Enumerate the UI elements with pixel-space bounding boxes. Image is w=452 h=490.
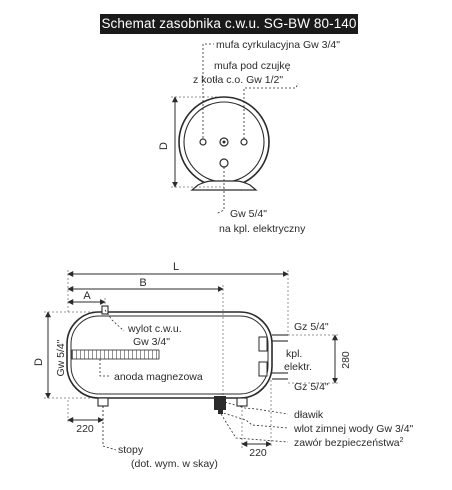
label-wlot: wlot zimnej wody Gw 3/4" [293,423,414,435]
dim-gw54-vertical: Gw 5/4" [55,339,67,376]
dim-d-side-label: D [33,358,45,366]
label-gz-bottom: Gz 5/4" [294,381,329,393]
label-dlawik: dławik [294,409,324,421]
tank-outer [66,311,273,399]
label-wylot-cwu: wylot c.w.u. [127,323,182,335]
label-mufa-cyrkulacyjna: mufa cyrkulacyjna Gw 3/4" [216,39,340,51]
dim-220-right-label: 220 [249,447,267,459]
label-gz-top: Gz 5/4" [294,321,329,333]
dim-d-end-label: D [158,142,170,150]
diagram-title: Schemat zasobnika c.w.u. SG-BW 80-140 [100,14,358,34]
dim-b-label: B [139,277,146,289]
magnesium-anode [71,349,160,360]
label-kpl: kpl. [286,348,302,360]
heater-flange-bottom [258,361,268,377]
label-wylot-gw34: Gw 3/4" [133,336,170,348]
foot-left [97,397,109,407]
label-stopy-note: (dot. wym. w skay) [131,458,218,470]
dim-280-label: 280 [340,351,352,369]
cold-water-inlet [214,396,226,410]
dim-a-label: A [83,290,91,302]
foot-right [236,397,248,407]
dim-220-left-label: 220 [76,423,94,435]
label-na-kpl-elektryczny: na kpl. elektryczny [219,223,306,235]
label-elektr: elektr. [284,361,312,373]
heater-flange-top [258,336,268,352]
socket-sensor-right [240,138,248,146]
side-view: L B A D Gw 5/4" 280 220 [33,261,414,470]
label-anoda: anoda magnezowa [114,371,203,383]
socket-heater [219,158,229,168]
end-view-stand [190,180,258,191]
socket-center [219,137,229,147]
label-zawor: zawór bezpieczeństwa2 [294,437,404,449]
tank-inner [70,315,269,395]
label-stopy: stopy [118,444,144,456]
label-mufa-pod-czujke-2: z kotła c.o. Gw 1/2" [193,74,283,86]
socket-circulation [199,138,207,146]
end-view: D mufa cyrkulacyjna Gw 3/4" mufa pod czu… [158,39,340,235]
label-mufa-pod-czujke-1: mufa pod czujkę [214,60,291,72]
dim-l-label: L [173,261,179,273]
label-gw54: Gw 5/4" [230,208,267,220]
